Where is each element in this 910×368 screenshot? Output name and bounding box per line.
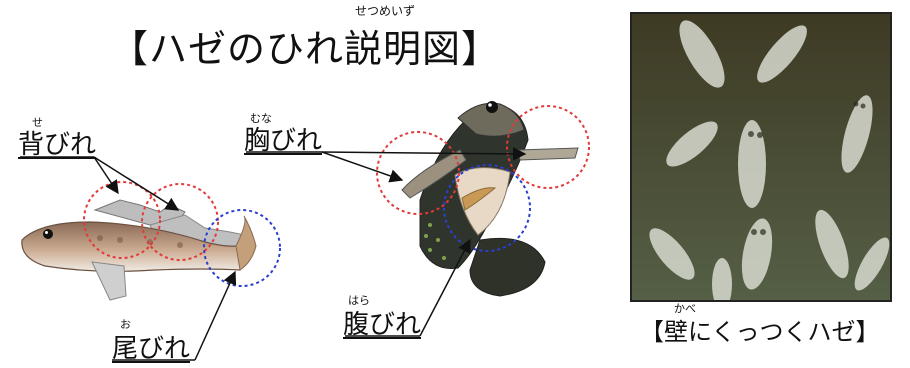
pectoral-fin-circle-2	[506, 105, 590, 189]
dorsal-arrow-1	[93, 156, 119, 195]
pectoral-fin-ruby: むな	[250, 112, 272, 125]
fin-diagram	[20, 101, 590, 361]
diagram-title: 【ハゼのひれ説明図】	[110, 27, 501, 71]
dorsal-fin-label: 背びれ	[18, 130, 97, 160]
dorsal-arrow-2	[93, 156, 180, 211]
title-ruby: せつめいず	[355, 4, 416, 18]
goby-illustration-right	[401, 101, 579, 297]
caudal-fin-ruby: お	[120, 318, 131, 331]
goby-illustration-left	[21, 199, 257, 301]
ventral-arrow	[419, 238, 471, 337]
pectoral-fin-circle-1	[376, 131, 460, 215]
ventral-fin-ruby: はら	[348, 294, 370, 307]
caudal-fin-label: 尾びれ	[112, 334, 191, 364]
dorsal-fin-ruby: せ	[32, 116, 43, 129]
photo-caption: 【壁にくっつくハゼ】	[640, 318, 880, 346]
dorsal-fin-circle-1	[83, 181, 161, 259]
caudal-fin-circle	[203, 209, 281, 287]
pectoral-fin-label: 胸びれ	[244, 126, 323, 156]
caudal-arrow	[194, 270, 237, 361]
dorsal-fin-circle-2	[141, 183, 219, 261]
goby-photo-image	[632, 14, 890, 300]
ventral-fin-label: 腹びれ	[343, 310, 422, 340]
goby-photo	[630, 12, 892, 302]
pectoral-arrow-2	[321, 147, 527, 161]
pectoral-arrow-1	[321, 151, 404, 183]
ventral-fin-circle	[443, 164, 531, 252]
photo-caption-ruby: かべ	[674, 302, 696, 315]
